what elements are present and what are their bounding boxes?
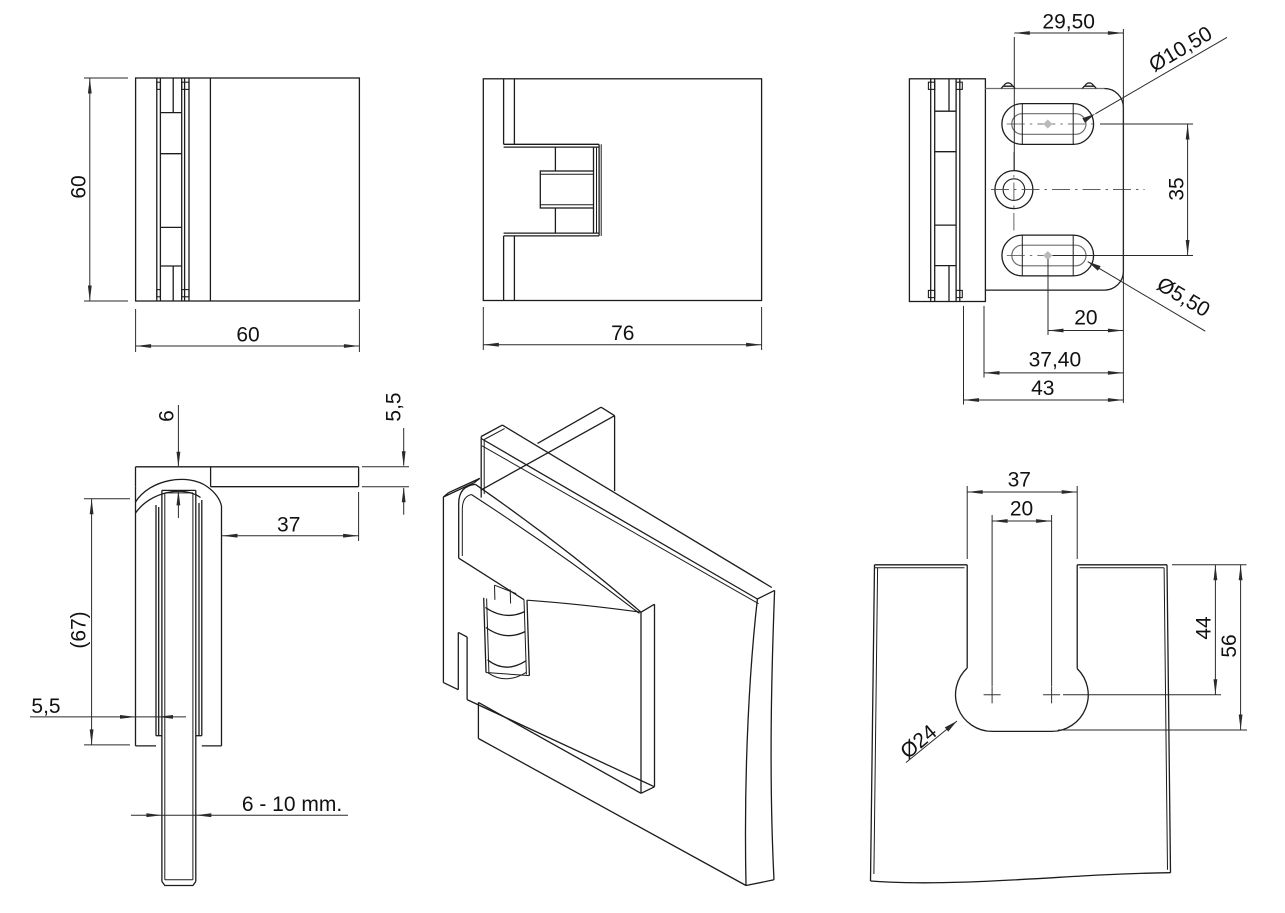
svg-text:60: 60 [68, 175, 91, 198]
svg-text:60: 60 [236, 324, 259, 347]
svg-text:20: 20 [1010, 498, 1033, 521]
svg-text:20: 20 [1074, 307, 1097, 330]
svg-text:35: 35 [1166, 177, 1189, 200]
svg-text:5,5: 5,5 [383, 392, 406, 421]
svg-text:37: 37 [277, 514, 300, 537]
svg-text:37,40: 37,40 [1029, 349, 1082, 372]
svg-text:37: 37 [1008, 469, 1031, 492]
svg-text:5,5: 5,5 [31, 695, 60, 718]
svg-text:(67): (67) [68, 611, 91, 648]
svg-text:43: 43 [1031, 377, 1054, 400]
svg-text:6 - 10 mm.: 6 - 10 mm. [242, 793, 342, 816]
svg-text:29,50: 29,50 [1042, 11, 1095, 34]
svg-text:76: 76 [611, 322, 634, 345]
svg-text:44: 44 [1193, 616, 1216, 640]
svg-text:56: 56 [1218, 634, 1241, 657]
svg-text:6: 6 [155, 410, 178, 422]
